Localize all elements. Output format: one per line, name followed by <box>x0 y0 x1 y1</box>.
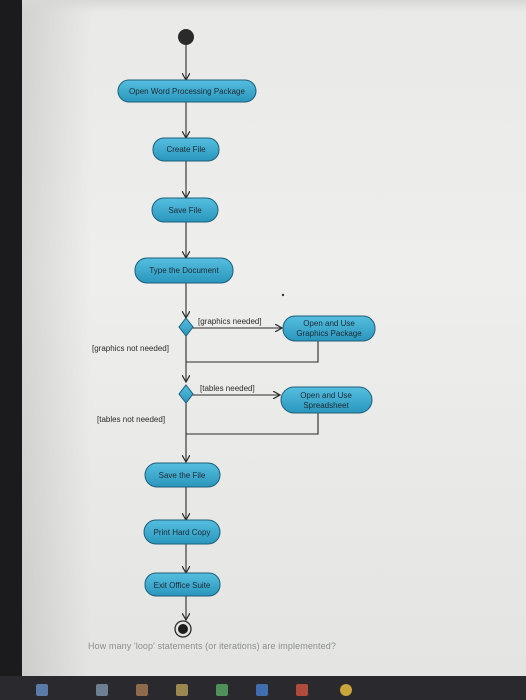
taskbar-app-icon[interactable] <box>216 684 228 696</box>
activity-save-file-label: Save File <box>168 206 202 215</box>
initial-node <box>178 29 194 45</box>
activity-exit-office-suite-label: Exit Office Suite <box>154 581 211 590</box>
taskbar-app-icon[interactable] <box>256 684 268 696</box>
activity-type-document: Type the Document <box>134 257 234 284</box>
activity-graphics-package-label-1: Open and Use <box>303 319 355 328</box>
guard-tables-not-needed: [tables not needed] <box>97 415 165 424</box>
decision-tables <box>178 384 194 404</box>
activity-diagram: Open Word Processing Package Create File… <box>92 29 376 638</box>
taskbar-app-icon[interactable] <box>36 684 48 696</box>
taskbar-app-icon[interactable] <box>340 684 352 696</box>
final-node <box>174 620 192 638</box>
activity-create-file-label: Create File <box>166 145 206 154</box>
flow-edges <box>186 45 319 620</box>
activity-graphics-package: Open and Use Graphics Package <box>282 315 376 342</box>
taskbar-app-icon[interactable] <box>176 684 188 696</box>
stray-dot <box>281 293 285 297</box>
activity-spreadsheet-label-2: Spreadsheet <box>303 401 349 410</box>
guard-tables-needed: [tables needed] <box>200 384 255 393</box>
edge-graphics-return <box>186 340 319 363</box>
activity-spreadsheet: Open and Use Spreadsheet <box>280 386 373 414</box>
question-text: How many 'loop' statements (or iteration… <box>88 641 336 651</box>
taskbar-app-icon[interactable] <box>96 684 108 696</box>
activity-save-the-file: Save the File <box>144 462 221 488</box>
taskbar-app-icon[interactable] <box>296 684 308 696</box>
activity-spreadsheet-label-1: Open and Use <box>300 391 352 400</box>
screen-background <box>22 0 526 676</box>
activity-print-hard-copy-label: Print Hard Copy <box>154 528 211 537</box>
activity-print-hard-copy: Print Hard Copy <box>143 519 221 545</box>
activity-save-file: Save File <box>151 197 219 223</box>
activity-save-the-file-label: Save the File <box>159 471 206 480</box>
guard-graphics-not-needed: [graphics not needed] <box>92 344 169 353</box>
edge-tables-return <box>186 413 319 435</box>
activity-graphics-package-label-2: Graphics Package <box>296 329 362 338</box>
activity-open-word-processing: Open Word Processing Package <box>117 79 257 103</box>
activity-type-document-label: Type the Document <box>149 266 219 275</box>
decision-graphics <box>178 317 194 337</box>
taskbar-app-icon[interactable] <box>136 684 148 696</box>
activity-exit-office-suite: Exit Office Suite <box>144 572 221 597</box>
activity-open-word-processing-label: Open Word Processing Package <box>129 87 245 96</box>
guard-graphics-needed: [graphics needed] <box>198 317 262 326</box>
activity-create-file: Create File <box>152 137 220 162</box>
